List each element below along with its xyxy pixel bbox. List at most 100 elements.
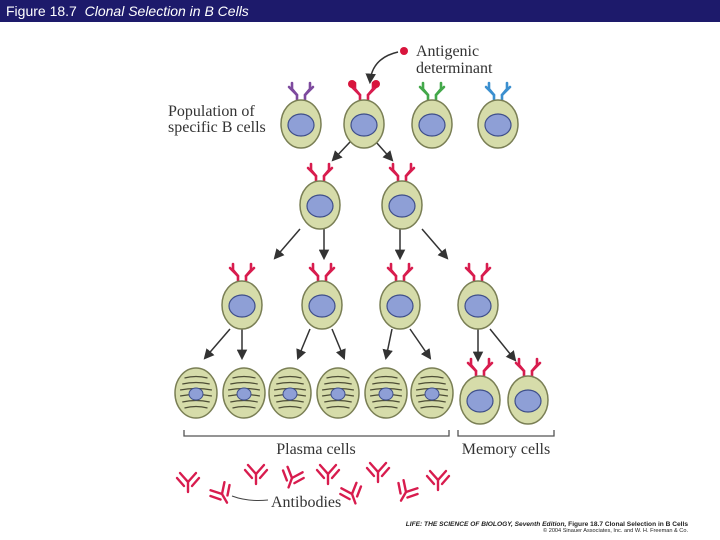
clonal-selection-diagram: Antigenic determinant Population of spec… [168, 43, 555, 511]
antigen-dot [400, 47, 408, 55]
antigen [348, 80, 356, 88]
antibody [425, 469, 451, 492]
antibody [281, 465, 305, 489]
credit-copyright: © 2004 Sinauer Associates, Inc. and W. H… [543, 528, 688, 534]
er-membrane [232, 405, 256, 409]
antigenic-determinant-label-line2: determinant [416, 60, 493, 77]
receptor [306, 162, 334, 184]
nucleus [287, 113, 315, 137]
nucleus [306, 194, 334, 218]
memory-cells-bracket [457, 430, 555, 437]
antibody [209, 481, 231, 504]
nucleus [378, 387, 394, 401]
receptor [466, 357, 494, 379]
antibody [175, 471, 201, 494]
arrow [421, 228, 449, 260]
plasma-cell [222, 367, 266, 419]
nucleus [484, 113, 512, 137]
arrow [409, 328, 432, 360]
nucleus [386, 294, 414, 318]
arrow [203, 328, 231, 360]
plasma-cell [316, 367, 360, 419]
figure-caption: Clonal Selection in B Cells [84, 3, 249, 19]
plasma-cells-label: Plasma cells [276, 441, 356, 458]
figure-title: Figure 18.7 Clonal Selection in B Cells [6, 3, 249, 19]
arrow [331, 328, 346, 360]
er-membrane [420, 405, 444, 409]
b-cell-clone [221, 262, 263, 330]
plasma-cell [364, 367, 408, 419]
nucleus [464, 294, 492, 318]
credit: LIFE: THE SCIENCE OF BIOLOGY, Seventh Ed… [406, 521, 688, 534]
er-membrane [184, 405, 208, 409]
nucleus [228, 294, 256, 318]
memory-cells-label: Memory cells [462, 441, 550, 458]
er-membrane [182, 381, 210, 385]
antibody [397, 479, 419, 502]
b-cell-blue [477, 81, 519, 149]
arrow [375, 141, 394, 162]
er-membrane [374, 375, 398, 379]
b-cell-clone [299, 162, 341, 230]
antibodies-group [175, 461, 451, 505]
memory-cell [459, 357, 501, 425]
receptor [514, 357, 542, 379]
antibody [315, 463, 341, 486]
nucleus [236, 387, 252, 401]
antigen [372, 80, 380, 88]
er-membrane [276, 381, 304, 385]
plasma-cell [410, 367, 454, 419]
receptor [464, 262, 492, 284]
nucleus [388, 194, 416, 218]
credit-book: LIFE: THE SCIENCE OF BIOLOGY, Seventh Ed… [405, 521, 567, 528]
arrow [273, 228, 301, 260]
receptor [386, 262, 414, 284]
er-membrane [374, 405, 398, 409]
credit-figure: Figure 18.7 Clonal Selection in B Cells [568, 521, 688, 528]
receptor [287, 81, 315, 103]
antigenic-determinant-label-line1: Antigenic [416, 43, 479, 60]
figure-number: Figure 18.7 [6, 3, 77, 19]
title-bar: Figure 18.7 Clonal Selection in B Cells [0, 0, 720, 22]
population-label-line2: specific B cells [168, 119, 266, 136]
antibody [365, 461, 391, 484]
b-cell-clone [457, 262, 499, 330]
er-membrane [324, 381, 352, 385]
nucleus [282, 387, 298, 401]
antibody [243, 463, 269, 486]
b-cell-clone [379, 262, 421, 330]
arrows [203, 47, 517, 363]
arrow [382, 328, 393, 361]
receptor [484, 81, 512, 103]
arrow [331, 141, 351, 162]
arrow-antigen-binding [365, 51, 399, 85]
arrow [296, 328, 311, 360]
receptor [228, 262, 256, 284]
er-membrane [418, 381, 446, 385]
receptor [388, 162, 416, 184]
nucleus [466, 389, 494, 413]
nucleus [514, 389, 542, 413]
er-membrane [230, 381, 258, 385]
b-cell-clone [381, 162, 423, 230]
nucleus [424, 387, 440, 401]
receptor [308, 262, 336, 284]
nucleus [418, 113, 446, 137]
b-cell-purple [280, 81, 322, 149]
receptor [418, 81, 446, 103]
plasma-cell [174, 367, 218, 419]
er-membrane [326, 375, 350, 379]
nucleus [188, 387, 204, 401]
b-cell-green [411, 81, 453, 149]
plasma-cell [268, 367, 312, 419]
brackets [183, 430, 555, 437]
er-membrane [326, 405, 350, 409]
nucleus [330, 387, 346, 401]
er-membrane [184, 375, 208, 379]
arrow [489, 328, 517, 362]
b-cell-clone [301, 262, 343, 330]
cells [174, 80, 549, 425]
er-membrane [232, 375, 256, 379]
antibodies-label: Antibodies [271, 494, 341, 511]
antibodies-leader-line [231, 495, 269, 501]
